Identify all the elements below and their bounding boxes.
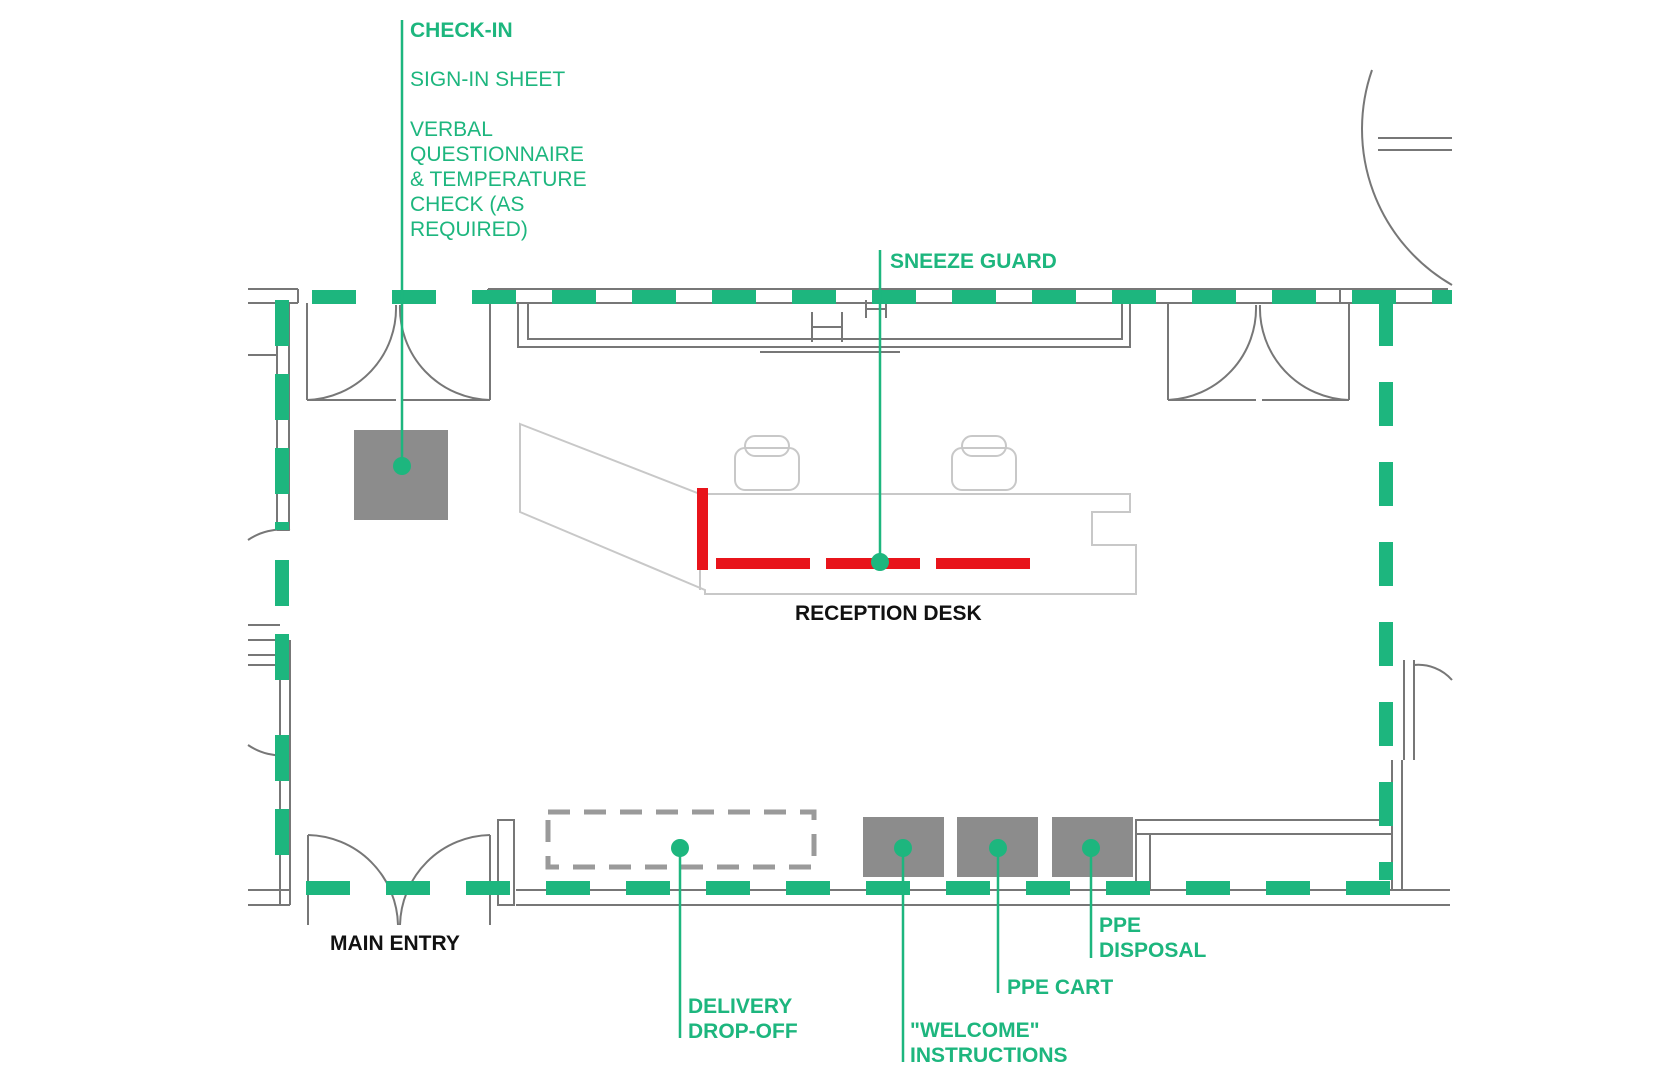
check-in-line-6: REQUIRED) [410,218,528,241]
ppe-cart-label: PPE CART [1007,976,1113,999]
circulation-path [275,290,1452,895]
sneeze-guard [697,488,1030,570]
sneeze-guard-label: SNEEZE GUARD [890,250,1057,273]
ppe-disposal-line-2: DISPOSAL [1099,939,1207,962]
welcome-line-2: INSTRUCTIONS [910,1044,1068,1067]
delivery-line-2: DROP-OFF [688,1020,798,1043]
callout-leaders [400,20,1093,1062]
check-in-line-2: VERBAL [410,118,493,141]
main-entry-label: MAIN ENTRY [330,932,460,955]
walls [248,137,1452,925]
welcome-line-1: "WELCOME" [910,1019,1040,1042]
ppe-disposal-line-1: PPE [1099,914,1141,937]
reception-desk-label: RECEPTION DESK [795,602,982,625]
check-in-line-4: & TEMPERATURE [410,168,587,191]
check-in-title: CHECK-IN [410,19,513,42]
check-in-line-1: SIGN-IN SHEET [410,68,565,91]
check-in-line-5: CHECK (AS [410,193,524,216]
check-in-line-3: QUESTIONNAIRE [410,143,584,166]
callout-dot-icon [393,457,1100,857]
chair-icon [734,435,1017,491]
delivery-line-1: DELIVERY [688,995,792,1018]
